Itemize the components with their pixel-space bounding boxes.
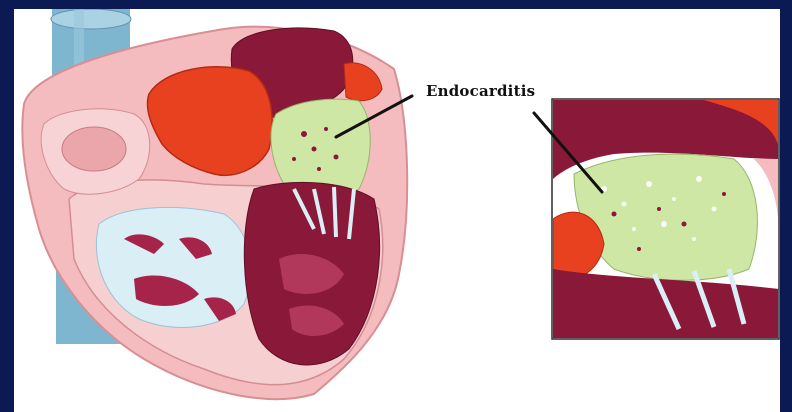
illustration-panel: Endocarditis [14,9,780,412]
heart-illustration [14,9,780,412]
atrial-opening [62,127,126,171]
endocarditis-label: Endocarditis [426,82,535,100]
zoom-inset [552,99,779,339]
